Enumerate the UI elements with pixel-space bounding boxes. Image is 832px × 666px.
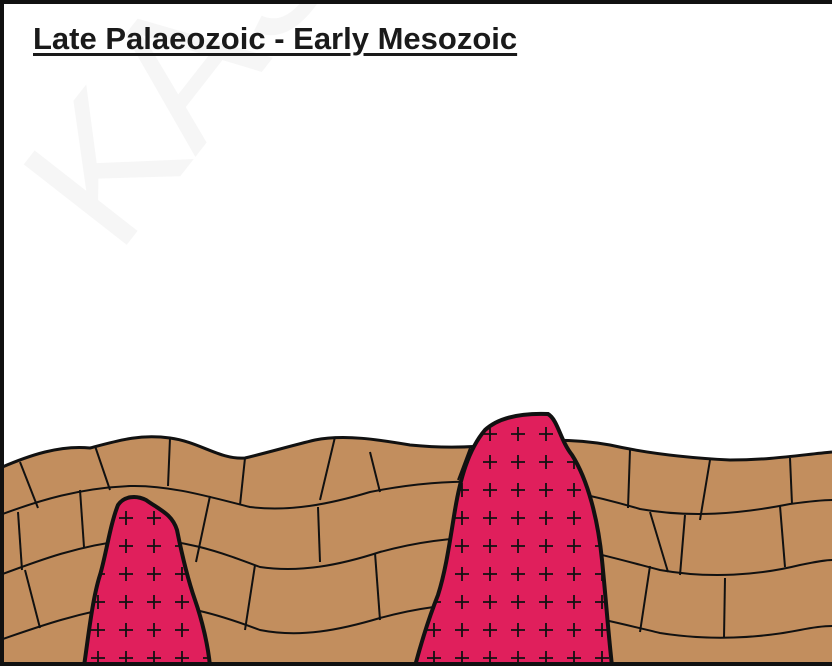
diagram-title: Late Palaeozoic - Early Mesozoic (33, 20, 517, 58)
